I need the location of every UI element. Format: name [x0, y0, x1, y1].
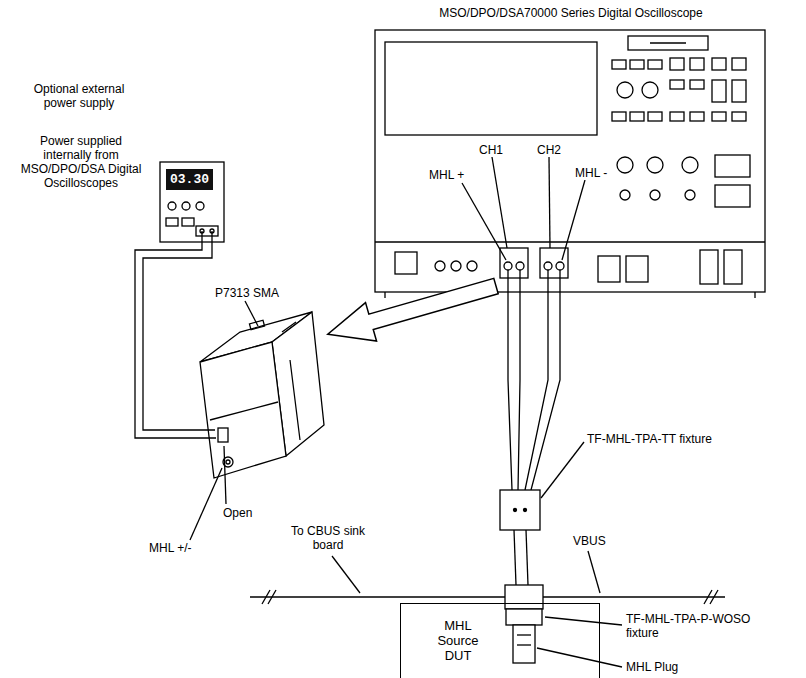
instrument-title: MSO/DPO/DSA70000 Series Digital Oscillos…	[370, 6, 772, 20]
part-name: MHL Plug	[625, 660, 679, 674]
display-readout: 03.30	[166, 169, 213, 190]
cbus-wire	[250, 596, 505, 597]
wire-label: To CBUS sink board	[282, 524, 374, 552]
signal-label: MHL +	[428, 168, 465, 182]
wire-label: VBUS	[572, 534, 607, 548]
part-name: TF-MHL-TPA-P-WOSO fixture	[625, 612, 769, 640]
mhl-plug	[513, 625, 535, 663]
note-label: Power supplied internally from MSO/DPO/D…	[18, 134, 144, 190]
t-junction	[505, 585, 543, 609]
p7313-probe	[200, 312, 324, 478]
channel-input	[500, 248, 528, 278]
leader-line	[562, 180, 585, 260]
woso-fixture	[506, 609, 542, 625]
signal-label: MHL -	[574, 166, 608, 180]
leader-line	[462, 183, 506, 260]
leader-line	[492, 157, 507, 248]
part-name: P7313 SMA	[214, 286, 280, 300]
leader-line	[588, 551, 600, 593]
tt-fixture	[500, 490, 540, 530]
front-panel-buttons	[612, 58, 750, 207]
leader-line	[245, 301, 258, 326]
leader-line	[537, 648, 622, 667]
oscilloscope-body	[375, 30, 765, 292]
zoom-arrow	[322, 267, 501, 354]
leader-line	[545, 617, 622, 625]
node-text: MHL Source DUT	[427, 618, 489, 663]
cable	[508, 270, 560, 490]
power-supply	[160, 162, 224, 242]
note-label: Optional external power supply	[22, 82, 136, 110]
oscilloscope-screen	[385, 42, 597, 135]
leader-line	[190, 468, 222, 540]
power-wire	[135, 231, 216, 438]
node-text: 03.30	[170, 172, 209, 187]
part-name: TF-MHL-TPA-TT fixture	[586, 432, 713, 446]
channel-label: CH2	[536, 143, 562, 157]
leader-line	[224, 446, 226, 504]
channel-label: CH1	[478, 143, 504, 157]
note-label: Open	[222, 506, 253, 520]
top-handle	[628, 36, 708, 50]
leader-line	[541, 442, 584, 498]
leader-line	[549, 157, 550, 248]
dut-box: MHL Source DUT	[400, 603, 600, 678]
signal-label: MHL +/-	[148, 541, 193, 555]
power-wire	[143, 231, 215, 430]
leader-line	[332, 556, 360, 593]
vbus-wire	[543, 596, 725, 597]
